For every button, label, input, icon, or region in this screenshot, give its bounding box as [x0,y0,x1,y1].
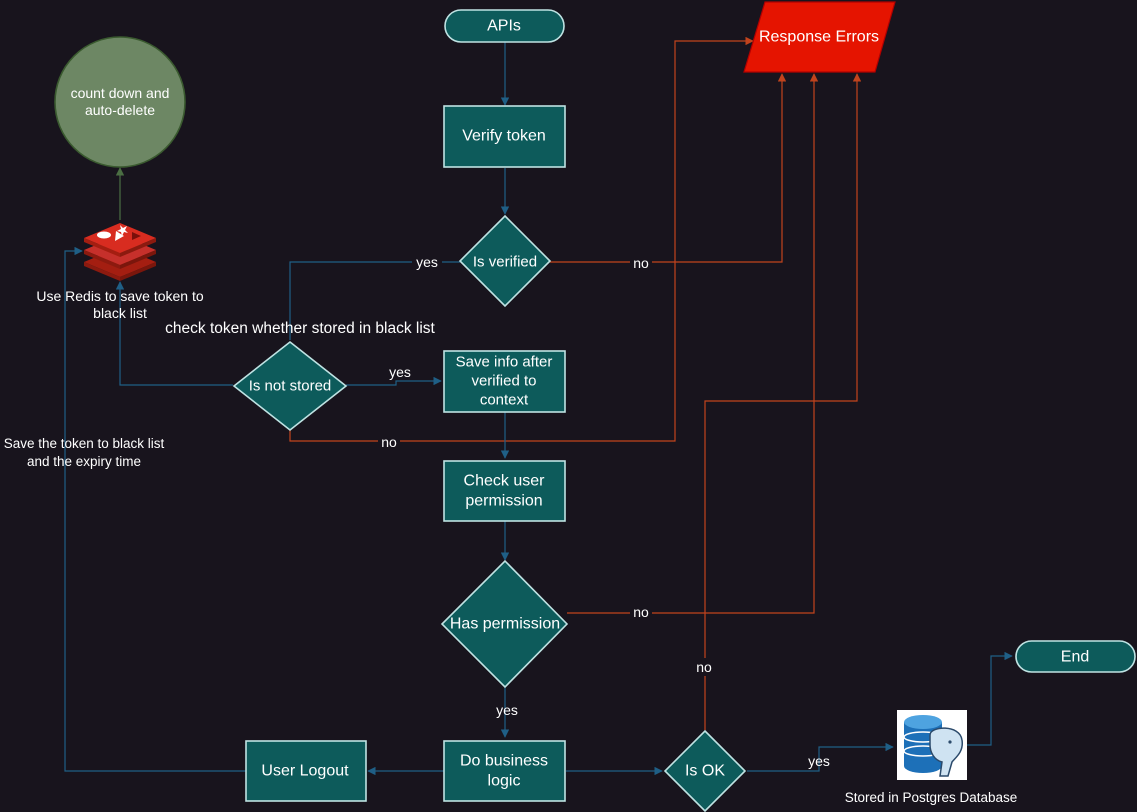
node-save-info-line3: context [480,392,529,409]
edge-ok-no [704,73,862,730]
node-is-ok[interactable]: Is OK [663,729,747,812]
free-labels: Use Redis to save token to black list ch… [4,288,1018,805]
node-verify-token[interactable]: Verify token [443,105,566,168]
save-blacklist-caption-line2: and the expiry time [27,454,141,469]
redis-caption-line1: Use Redis to save token to [36,288,204,304]
node-check-permission[interactable]: Check user permission [443,460,566,522]
node-is-verified[interactable]: Is verified [458,214,552,308]
node-apis-label: APIs [487,18,521,35]
edge-stored-to-redis [115,281,233,386]
node-response-errors[interactable]: Response Errors [743,1,896,73]
edge-label-permission-yes: yes [496,702,518,718]
edge-label-permission-no: no [633,604,649,620]
node-check-permission-line2: permission [465,493,542,510]
redis-caption-line2: black list [93,305,147,321]
node-save-info-line1: Save info after [456,354,553,371]
edge-postgres-to-end [967,651,1013,746]
node-do-business-line1: Do business [460,753,548,770]
edge-stored-no [289,36,754,442]
node-has-permission[interactable]: Has permission [440,559,569,689]
node-save-info-line2: verified to [471,373,536,390]
node-count-down[interactable]: count down and auto-delete [54,36,186,168]
node-is-not-stored[interactable]: Is not stored [232,340,348,432]
node-end-label: End [1061,649,1089,666]
node-do-business[interactable]: Do business logic [443,740,566,802]
node-user-logout[interactable]: User Logout [245,740,367,802]
edge-label-ok-no: no [696,659,712,675]
node-end[interactable]: End [1015,640,1136,673]
postgres-caption: Stored in Postgres Database [845,790,1018,805]
node-check-permission-line1: Check user [464,473,546,490]
node-do-business-line2: logic [488,773,521,790]
postgres-database-icon [897,710,967,780]
node-save-info[interactable]: Save info after verified to context [443,350,566,413]
edge-verified-yes [289,261,460,340]
edge-label-stored-no: no [381,434,397,450]
edge-labels: yes no yes no no yes no yes [378,253,830,769]
edge-stored-yes [346,376,442,386]
save-blacklist-caption-line1: Save the token to black list [4,436,165,451]
edge-verified-no [550,73,787,263]
node-count-down-line2: auto-delete [85,102,155,118]
node-is-ok-label: Is OK [685,763,725,780]
edge-label-verified-no: no [633,255,649,271]
node-is-verified-label: Is verified [473,254,537,271]
node-apis[interactable]: APIs [444,9,565,43]
edge-ok-yes [747,742,894,772]
edge-permission-no [567,73,819,614]
edge-label-ok-yes: yes [808,753,830,769]
node-is-not-stored-label: Is not stored [249,378,332,395]
node-verify-token-label: Verify token [462,128,546,145]
edge-logout-to-redis [64,246,246,772]
node-count-down-line1: count down and [71,85,170,101]
node-user-logout-label: User Logout [261,763,349,780]
node-has-permission-label: Has permission [450,616,560,633]
edge-label-stored-yes: yes [389,364,411,380]
redis-icon [84,223,156,281]
check-blacklist-caption: check token whether stored in black list [165,320,435,337]
edge-label-verified-yes: yes [416,254,438,270]
node-response-errors-label: Response Errors [759,29,879,46]
